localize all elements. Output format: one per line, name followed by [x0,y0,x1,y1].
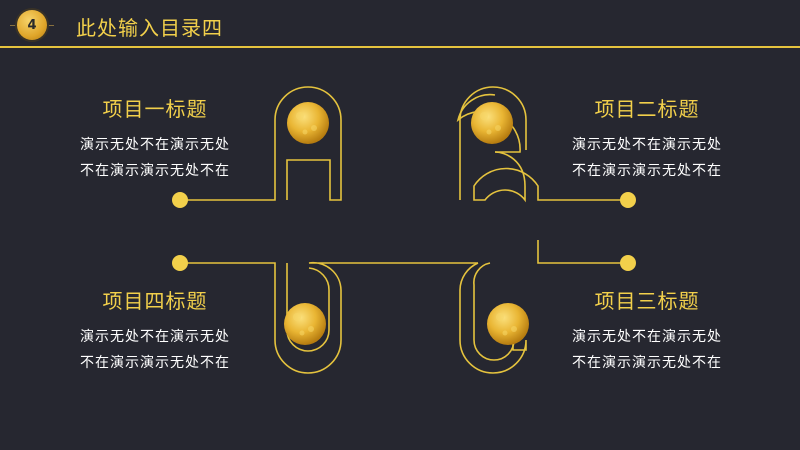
item-title: 项目三标题 [594,289,700,313]
connector-dot-1 [172,192,188,208]
connector-dot-3 [172,255,188,271]
item-desc-line: 演示无处不在演示无处 [80,137,230,153]
connector-dot-4 [620,255,636,271]
connector-line-4 [459,240,628,374]
connector-line-3 [180,261,478,374]
item-title: 项目一标题 [102,97,208,121]
item-block-2: 项目二标题 演示无处不在演示无处 不在演示演示无处不在 [547,93,747,184]
item-title: 项目二标题 [594,97,700,121]
coin-icon-2 [471,102,513,144]
item-title: 项目四标题 [102,289,208,313]
item-block-1: 项目一标题 演示无处不在演示无处 不在演示演示无处不在 [55,93,255,184]
header-bar: 4 此处输入目录四 [0,0,800,50]
coin-icon-3 [284,303,326,345]
coin-icon-1 [287,102,329,144]
section-number-badge: 4 [17,10,47,40]
item-block-4: 项目三标题 演示无处不在演示无处 不在演示演示无处不在 [547,285,747,376]
connector-dot-2 [620,192,636,208]
item-desc-line: 不在演示演示无处不在 [572,163,722,179]
connector-line-2 [473,151,628,203]
header-divider [0,46,800,48]
item-desc-line: 演示无处不在演示无处 [80,329,230,345]
item-block-3: 项目四标题 演示无处不在演示无处 不在演示演示无处不在 [55,285,255,376]
item-desc-line: 不在演示演示无处不在 [80,355,230,371]
item-desc-line: 不在演示演示无处不在 [572,355,722,371]
item-desc-line: 演示无处不在演示无处 [572,137,722,153]
coin-icon-4 [487,303,529,345]
item-desc-line: 不在演示演示无处不在 [80,163,230,179]
page-title: 此处输入目录四 [76,16,223,40]
connector-line-1 [180,86,342,201]
item-desc-line: 演示无处不在演示无处 [572,329,722,345]
